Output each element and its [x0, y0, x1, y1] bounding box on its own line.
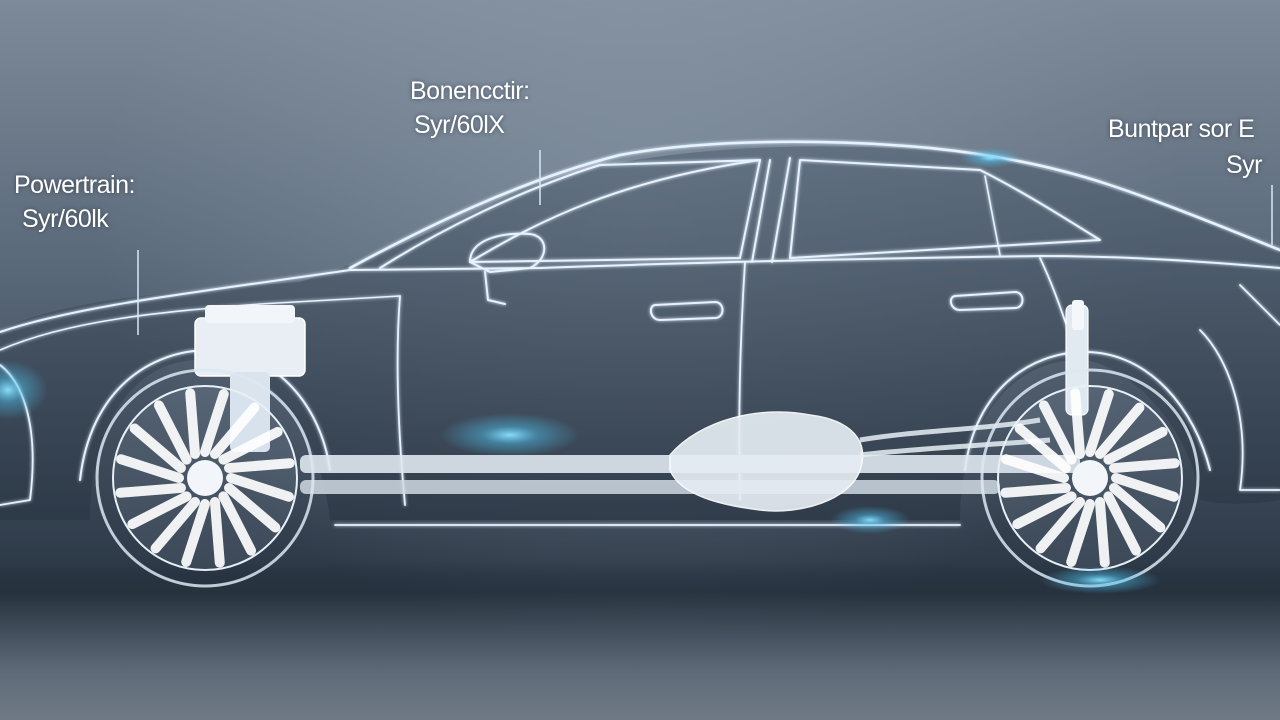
wheel-spoke: [115, 482, 186, 498]
wheel-spoke: [224, 482, 281, 533]
glow-roof: [960, 148, 1020, 168]
wheel-spoke: [1038, 400, 1077, 465]
callout-right-value: Syr: [1226, 151, 1263, 179]
wheel-spoke: [209, 402, 260, 459]
wheel-spoke: [1001, 454, 1069, 483]
wheel-spoke: [1035, 497, 1086, 554]
wheel-spoke: [116, 454, 184, 483]
wheel-spoke: [1066, 499, 1095, 567]
rear-wheel: [980, 368, 1200, 588]
transmission-housing: [669, 411, 864, 512]
wheel-spoke: [226, 473, 294, 502]
wheel-spoke: [1012, 491, 1077, 530]
wheel-spoke: [1103, 426, 1168, 465]
glow-highlights: [0, 148, 1160, 594]
callout-left-title: Powertrain:: [14, 171, 135, 199]
wheel-spoke: [1070, 388, 1086, 459]
engine-block: [194, 317, 306, 377]
wheel-spoke: [1000, 482, 1071, 498]
callout-right-title: Buntpar sor E: [1108, 115, 1255, 143]
callout-leaders: [137, 150, 1273, 335]
rear-strut-cap: [1072, 300, 1084, 330]
wheel-spoke: [127, 491, 192, 530]
car-body-shell: [0, 146, 1280, 521]
wheel-spoke: [1109, 458, 1180, 474]
front-window: [469, 159, 761, 263]
rear-door-handle: [949, 291, 1024, 311]
wheel-spoke: [1109, 482, 1166, 533]
wheel-spoke: [129, 423, 186, 474]
rear-window: [789, 159, 1101, 259]
wheel-spoke: [185, 388, 201, 459]
glow-rear-wheel: [830, 506, 910, 534]
wheel-spoke: [181, 499, 210, 567]
engine-top: [205, 305, 295, 323]
wheel-spoke: [1085, 389, 1114, 457]
front-wheel: [95, 368, 315, 588]
wheel-spoke: [1094, 402, 1145, 459]
side-mirror: [469, 232, 546, 305]
roof-line: [348, 140, 1280, 270]
wheel-spoke: [218, 491, 257, 556]
windshield: [379, 159, 761, 269]
b-pillar: [751, 157, 791, 263]
chassis-components: [194, 300, 1089, 512]
wheel-spoke: [218, 426, 283, 465]
glow-front: [0, 360, 48, 420]
callout-left-value: Syr/60lk: [22, 205, 109, 233]
wheel-spoke: [209, 497, 225, 568]
wheel-spoke: [150, 497, 201, 554]
glow-center: [440, 413, 580, 457]
rear-bumper: [1199, 284, 1280, 491]
frame-rail-lower: [300, 480, 1000, 494]
front-door-outline: [396, 295, 406, 506]
wheel-spoke: [200, 389, 229, 457]
wheel-spoke: [1094, 497, 1110, 568]
wheel-spoke: [224, 458, 295, 474]
glow-rear-hub: [1040, 566, 1160, 594]
callout-top-title: Bonencctir:: [410, 77, 530, 105]
c-pillar-line: [984, 175, 1001, 256]
wheel-spoke: [1014, 423, 1071, 474]
wheel-spoke: [1111, 473, 1179, 502]
callout-top-value: Syr/60lX: [414, 111, 505, 139]
front-door-handle: [649, 301, 724, 321]
wheel-spoke: [153, 400, 192, 465]
wheel-spoke: [1103, 491, 1142, 556]
